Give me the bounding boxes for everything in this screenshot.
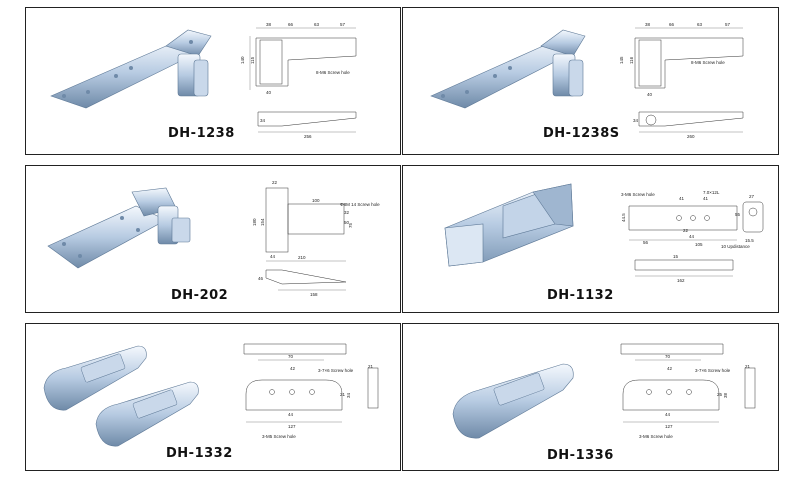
- model-number: DH-1132: [547, 288, 614, 303]
- svg-text:56: 56: [643, 240, 649, 245]
- svg-text:180: 180: [252, 218, 257, 226]
- product-photo-dh-1336: [452, 363, 574, 439]
- svg-text:25: 25: [717, 392, 723, 397]
- svg-text:40: 40: [647, 92, 653, 97]
- svg-text:3-7×6 Screw hole: 3-7×6 Screw hole: [695, 368, 731, 373]
- svg-text:63: 63: [314, 22, 320, 27]
- product-photo-dh-1238s: [430, 29, 586, 109]
- svg-text:10 Updistance: 10 Updistance: [721, 244, 750, 249]
- svg-text:145: 145: [619, 56, 624, 64]
- product-photo-dh-1238: [50, 29, 212, 109]
- product-photo-dh-1132: [444, 183, 574, 267]
- svg-text:127: 127: [288, 424, 296, 429]
- technical-drawing-dh-1336: 70 42 3-7×6 Screw hole 25 38 21 44 127 3…: [620, 343, 756, 439]
- svg-text:3-M6 Screw hole: 3-M6 Screw hole: [621, 192, 655, 197]
- technical-drawing-dh-1238: 38 66 63 57 140 115 40 8-M6 Screw hole 3…: [240, 22, 357, 139]
- svg-text:260: 260: [687, 134, 695, 139]
- svg-text:63: 63: [697, 22, 703, 27]
- svg-text:3-7×6 Screw hole: 3-7×6 Screw hole: [318, 368, 354, 373]
- svg-text:140: 140: [240, 56, 245, 64]
- svg-text:55: 55: [735, 212, 741, 217]
- technical-drawing-dh-1132: 3-M6 Screw hole 7.0×12L 41 41 27 55 44.5…: [621, 190, 764, 283]
- svg-text:44: 44: [689, 234, 695, 239]
- svg-text:Φ8M 14 Screw hole: Φ8M 14 Screw hole: [340, 202, 380, 207]
- svg-text:38: 38: [645, 22, 651, 27]
- svg-text:42: 42: [667, 366, 673, 371]
- svg-text:22: 22: [272, 180, 278, 185]
- svg-text:57: 57: [725, 22, 731, 27]
- svg-text:46: 46: [258, 276, 264, 281]
- svg-text:115: 115: [250, 56, 255, 64]
- svg-text:70: 70: [665, 354, 671, 359]
- svg-text:21: 21: [340, 392, 346, 397]
- svg-text:34: 34: [346, 392, 351, 398]
- svg-text:158: 158: [310, 292, 318, 297]
- technical-drawing-dh-1238s: 38 66 63 57 145 116 40 8-M6 Screw hole 3…: [619, 22, 744, 139]
- svg-text:38: 38: [723, 392, 728, 398]
- svg-text:41: 41: [703, 196, 709, 201]
- svg-text:44: 44: [665, 412, 671, 417]
- product-card-dh-1336: 70 42 3-7×6 Screw hole 25 38 21 44 127 3…: [402, 323, 779, 471]
- svg-text:34: 34: [633, 118, 639, 123]
- product-card-dh-1238: 38 66 63 57 140 115 40 8-M6 Screw hole 3…: [25, 7, 401, 155]
- product-card-dh-1132: 3-M6 Screw hole 7.0×12L 41 41 27 55 44.5…: [402, 165, 779, 313]
- model-number: DH-1238S: [543, 126, 620, 141]
- svg-text:15: 15: [673, 254, 679, 259]
- svg-text:8-M6 Screw hole: 8-M6 Screw hole: [316, 70, 350, 75]
- svg-text:42: 42: [290, 366, 296, 371]
- model-number: DH-1238: [168, 126, 235, 141]
- svg-text:44: 44: [288, 412, 294, 417]
- svg-text:44: 44: [270, 254, 276, 259]
- product-card-dh-1332: 70 42 3-7×6 Screw hole 21 34 21 44 127 3…: [25, 323, 401, 471]
- svg-text:162: 162: [677, 278, 685, 283]
- svg-text:100: 100: [312, 198, 320, 203]
- svg-text:116: 116: [629, 56, 634, 64]
- svg-text:105: 105: [695, 242, 703, 247]
- product-photo-dh-202: [47, 187, 191, 269]
- svg-text:3-M6 Screw hole: 3-M6 Screw hole: [639, 434, 673, 439]
- svg-text:34: 34: [260, 118, 266, 123]
- model-number: DH-1336: [547, 448, 614, 463]
- svg-text:21: 21: [368, 364, 374, 369]
- svg-text:15.5: 15.5: [745, 238, 754, 243]
- svg-text:44.5: 44.5: [621, 213, 626, 222]
- svg-text:154: 154: [260, 218, 265, 226]
- product-card-dh-1238s: 38 66 63 57 145 116 40 8-M6 Screw hole 3…: [402, 7, 779, 155]
- model-number: DH-1332: [166, 446, 233, 461]
- svg-text:8-M6 Screw hole: 8-M6 Screw hole: [691, 60, 725, 65]
- svg-text:3-M5 Screw hole: 3-M5 Screw hole: [262, 434, 296, 439]
- svg-text:7.0×12L: 7.0×12L: [703, 190, 720, 195]
- svg-text:66: 66: [669, 22, 675, 27]
- svg-text:41: 41: [679, 196, 685, 201]
- svg-text:75: 75: [348, 222, 353, 228]
- svg-text:21: 21: [745, 364, 751, 369]
- svg-text:66: 66: [288, 22, 294, 27]
- svg-text:57: 57: [340, 22, 346, 27]
- svg-text:22: 22: [683, 228, 689, 233]
- svg-text:127: 127: [665, 424, 673, 429]
- product-card-dh-202: 22 180 154 100 32 50 75 Φ8M 14 Screw hol…: [25, 165, 401, 313]
- svg-text:256: 256: [304, 134, 312, 139]
- svg-text:70: 70: [288, 354, 294, 359]
- model-number: DH-202: [171, 288, 229, 303]
- svg-text:50: 50: [344, 220, 350, 225]
- product-photo-dh-1332: [43, 345, 199, 447]
- svg-text:38: 38: [266, 22, 272, 27]
- svg-text:40: 40: [266, 90, 272, 95]
- svg-text:32: 32: [344, 210, 350, 215]
- svg-text:27: 27: [749, 194, 755, 199]
- svg-text:210: 210: [298, 255, 306, 260]
- technical-drawing-dh-1332: 70 42 3-7×6 Screw hole 21 34 21 44 127 3…: [243, 343, 379, 439]
- technical-drawing-dh-202: 22 180 154 100 32 50 75 Φ8M 14 Screw hol…: [252, 180, 380, 297]
